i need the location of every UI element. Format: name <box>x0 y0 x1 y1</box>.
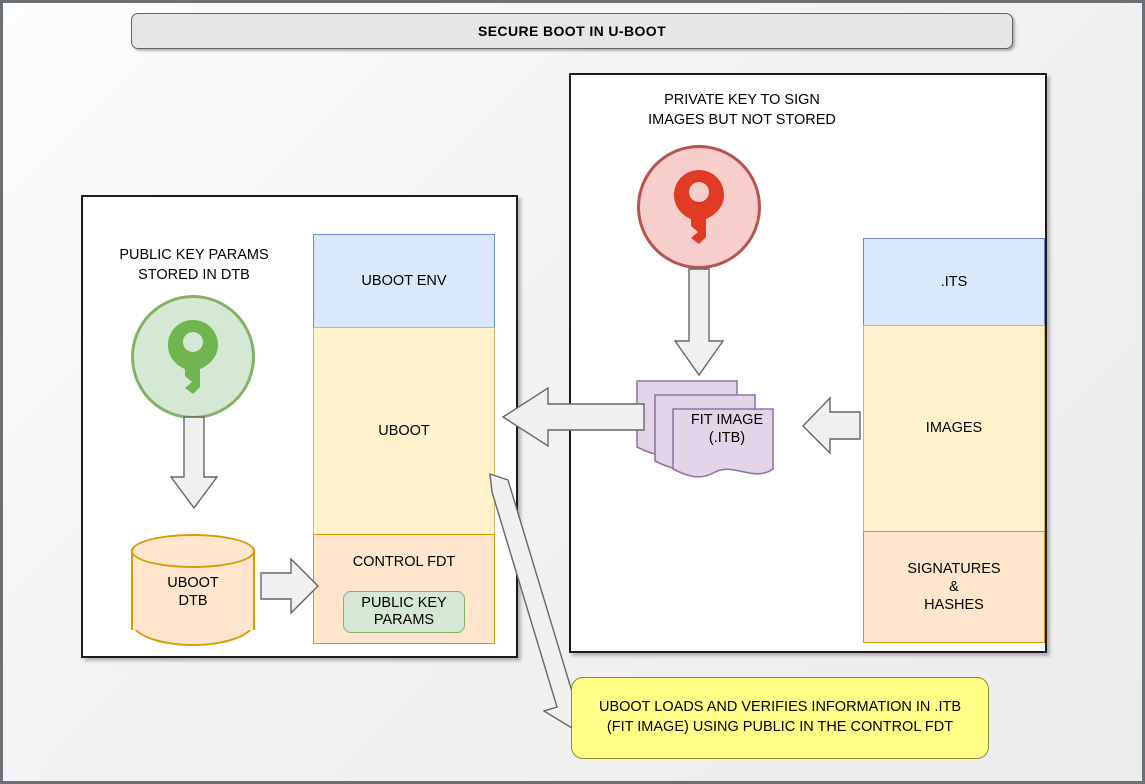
images-block: IMAGES <box>863 325 1045 532</box>
public-key-icon <box>131 295 255 419</box>
uboot-block: UBOOT <box>313 327 495 535</box>
callout-box: UBOOT LOADS AND VERIFIES INFORMATION IN … <box>571 677 989 759</box>
callout-text: UBOOT LOADS AND VERIFIES INFORMATION IN … <box>598 699 961 735</box>
uboot-label: UBOOT <box>378 422 430 439</box>
diagram-title-bar: SECURE BOOT IN U-BOOT <box>131 13 1013 49</box>
control-fdt-label: CONTROL FDT <box>352 554 456 570</box>
uboot-env-block: UBOOT ENV <box>313 234 495 328</box>
page-title: SECURE BOOT IN U-BOOT <box>477 23 667 39</box>
its-label: .ITS <box>940 273 968 290</box>
fit-image-label: FIT IMAGE(.ITB) <box>690 412 764 447</box>
cylinder-top <box>131 534 255 568</box>
uboot-env-label: UBOOT ENV <box>361 272 447 289</box>
fit-image-stack: FIT IMAGE(.ITB) <box>633 377 793 478</box>
images-label: IMAGES <box>925 420 983 437</box>
private-key-icon <box>637 145 761 269</box>
signatures-hashes-block: SIGNATURES&HASHES <box>863 531 1045 643</box>
its-block: .ITS <box>863 238 1045 326</box>
